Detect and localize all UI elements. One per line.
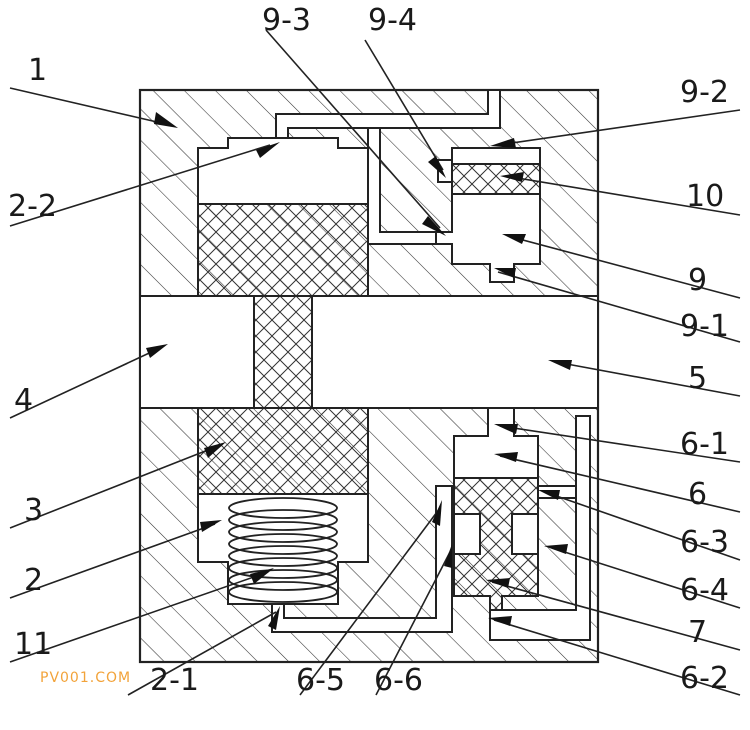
label-1: 1 [28, 53, 47, 88]
label-2-2: 2-2 [8, 189, 57, 224]
label-9-4: 9-4 [368, 3, 417, 38]
valve-9-gap [437, 159, 453, 183]
label-6-4: 6-4 [680, 573, 729, 608]
seal-10 [451, 163, 541, 195]
valve-6-port-left [453, 513, 481, 555]
central-stem [253, 295, 313, 409]
label-6-1: 6-1 [680, 427, 729, 462]
label-2-1: 2-1 [150, 663, 199, 698]
watermark: PV001.COM [40, 670, 131, 686]
label-9-2: 9-2 [680, 75, 729, 110]
label-6-6: 6-6 [374, 663, 423, 698]
label-6-2: 6-2 [680, 661, 729, 696]
label-9-3: 9-3 [262, 3, 311, 38]
label-6: 6 [688, 477, 707, 512]
label-9-1: 9-1 [680, 309, 729, 344]
label-6-5: 6-5 [296, 663, 345, 698]
main-bore [139, 295, 599, 409]
label-7: 7 [688, 615, 707, 650]
label-5: 5 [688, 361, 707, 396]
label-4: 4 [14, 383, 33, 418]
label-9: 9 [688, 263, 707, 298]
spring-coil [228, 497, 338, 603]
label-2: 2 [24, 563, 43, 598]
label-3: 3 [24, 493, 43, 528]
part-labels: 1 2-2 9-3 9-4 9-2 10 9 9-1 4 5 6-1 6 3 6… [8, 3, 729, 698]
label-10: 10 [686, 179, 724, 214]
channel-top [275, 89, 501, 139]
diaphragm-top [197, 203, 369, 297]
leader-lines [9, 29, 741, 696]
chamber-2-2 [197, 137, 369, 205]
valve-6-port-right [511, 513, 539, 555]
arrowheads [146, 112, 572, 630]
diaphragm-bottom [197, 407, 369, 495]
label-11: 11 [14, 627, 52, 662]
channel-2-1 [271, 485, 453, 633]
label-6-3: 6-3 [680, 525, 729, 560]
spring-chamber [197, 493, 369, 605]
